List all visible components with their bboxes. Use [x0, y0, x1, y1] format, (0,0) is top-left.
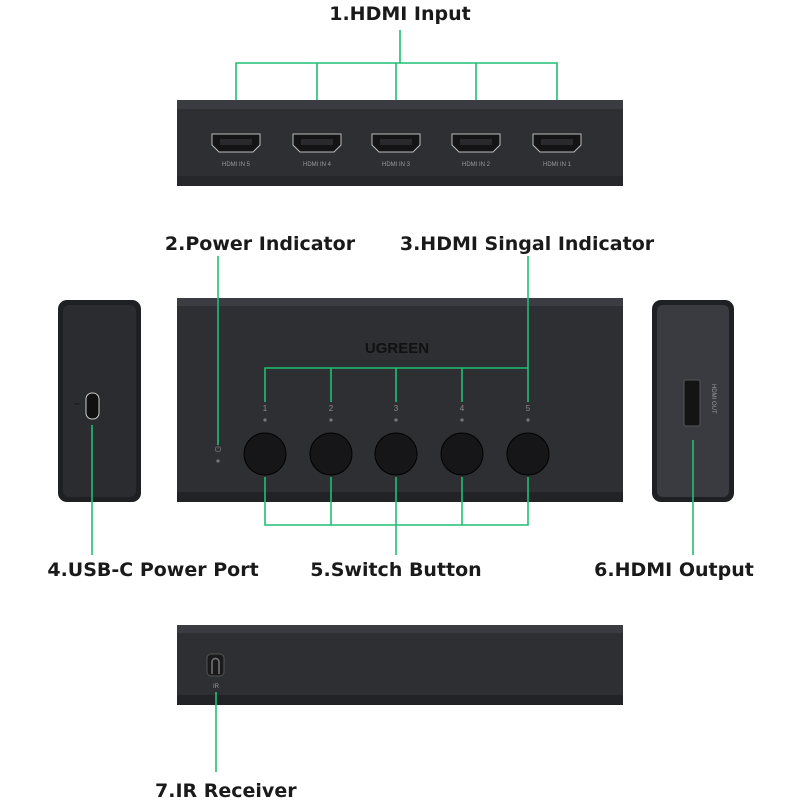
power-led [216, 459, 220, 463]
label-power-indicator: 2.Power Indicator [165, 233, 356, 255]
channel-number: 1 [263, 404, 268, 413]
hdmi-port: HDMI IN 5 [211, 133, 261, 168]
hdmi-port: HDMI IN 1 [532, 133, 582, 168]
hdmi-out-label: HDMI OUT [710, 384, 716, 414]
signal-indicator-callout [264, 256, 529, 402]
label-ir-receiver: 7.IR Receiver [155, 780, 297, 800]
usb-c-port-icon [85, 392, 100, 420]
hdmi-port-label: HDMI IN 1 [543, 162, 572, 168]
device-left-side: ⎓ [58, 300, 141, 502]
hdmi-port-label: HDMI IN 2 [462, 162, 491, 168]
hdmi-out-port-icon [683, 379, 701, 427]
switch-button[interactable] [243, 432, 287, 476]
label-usbc-port: 4.USB-C Power Port [47, 559, 258, 581]
channel-number: 4 [460, 404, 465, 413]
hdmi-port: HDMI IN 3 [371, 133, 421, 168]
label-hdmi-output: 6.HDMI Output [594, 559, 754, 581]
channel-number: 5 [526, 404, 531, 413]
hdmi-input-callout [235, 30, 558, 127]
hdmi-port-label: HDMI IN 3 [382, 162, 411, 168]
signal-led [329, 418, 333, 422]
hdmi-port-label: HDMI IN 5 [222, 162, 251, 168]
hdmi-port: HDMI IN 4 [292, 133, 342, 168]
power-input-icon: ⎓ [74, 401, 80, 408]
label-signal-indicator: 3.HDMI Singal Indicator [400, 233, 655, 255]
signal-led [394, 418, 398, 422]
channel-number: 3 [394, 404, 399, 413]
power-icon: ⏻ [215, 445, 222, 454]
signal-led [460, 418, 464, 422]
ir-label: IR [213, 684, 220, 690]
switch-button[interactable] [374, 432, 418, 476]
label-hdmi-input: 1.HDMI Input [329, 3, 471, 25]
device-right-side: HDMI OUT [652, 300, 734, 502]
signal-led [263, 418, 267, 422]
device-front-view: IR [177, 625, 623, 705]
switch-button-callout [264, 477, 529, 555]
device-back-view: HDMI IN 5 HDMI IN 4 HDMI IN 3 HDMI IN 2 HDMI… [177, 100, 623, 186]
hdmi-port: HDMI IN 2 [451, 133, 501, 168]
label-switch-button: 5.Switch Button [310, 559, 481, 581]
channel-number: 2 [329, 404, 334, 413]
hdmi-port-label: HDMI IN 4 [303, 162, 332, 168]
ir-window-icon [206, 653, 225, 677]
switch-button[interactable] [506, 432, 550, 476]
brand-logo: UGREEN [365, 340, 429, 357]
device-top-view: UGREEN ⏻ 1 2 3 4 5 [177, 298, 623, 502]
signal-led [526, 418, 530, 422]
switch-button[interactable] [440, 432, 484, 476]
switch-button[interactable] [309, 432, 353, 476]
